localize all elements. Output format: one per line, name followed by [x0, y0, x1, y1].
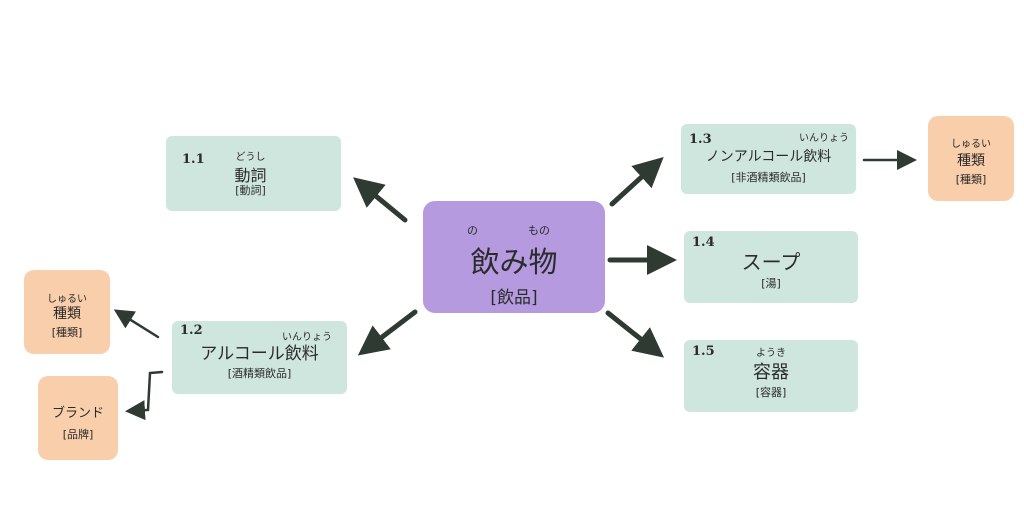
arrow-to-1-1 [353, 177, 408, 223]
node-1-1: 1.1 どうし 動詞 [動詞] [166, 136, 341, 211]
node-number: 1.1 [182, 152, 205, 167]
node-subtitle: [容器] [755, 386, 787, 399]
leaf-brand: ブランド [品牌] [38, 376, 118, 460]
leaf-kind-left: しゅるい 種類 [種類] [24, 270, 110, 354]
leaf-title: 種類 [53, 306, 81, 322]
leaf-title: 種類 [957, 153, 985, 169]
arrow-to-brand [125, 370, 164, 421]
node-ruby: いんりょう [282, 332, 332, 343]
node-1-4: 1.4 スープ [湯] [684, 231, 858, 303]
node-subtitle: [湯] [761, 277, 781, 290]
leaf-subtitle: [種類] [51, 326, 83, 339]
node-ruby: ようき [756, 348, 786, 359]
node-subtitle: [非酒精類飲品] [731, 171, 806, 184]
center-ruby-right: もの [528, 224, 550, 237]
node-1-2: 1.2 いんりょう アルコール飲料 [酒精類飲品] [172, 321, 347, 394]
arrow-to-1-5 [605, 310, 665, 358]
center-title: 飲み物 [470, 245, 558, 279]
node-number: 1.3 [689, 132, 712, 147]
leaf-kind-right: しゅるい 種類 [種類] [928, 116, 1014, 201]
arrow-to-1-2 [357, 309, 418, 356]
leaf-title: ブランド [51, 406, 104, 421]
leaf-ruby: しゅるい [47, 294, 87, 305]
node-title: ノンアルコール飲料 [705, 149, 832, 165]
node-subtitle: [酒精類飲品] [227, 367, 292, 380]
node-title: 容器 [753, 362, 789, 383]
node-ruby: どうし [235, 152, 266, 163]
node-title: 動詞 [234, 166, 267, 185]
node-1-3: 1.3 いんりょう ノンアルコール飲料 [非酒精類飲品] [681, 124, 856, 194]
node-subtitle: [動詞] [235, 184, 266, 197]
node-1-5: 1.5 ようき 容器 [容器] [684, 340, 858, 412]
center-node: の もの 飲み物 [飲品] [423, 201, 605, 313]
center-subtitle: [飲品] [490, 288, 538, 308]
node-number: 1.2 [180, 323, 203, 338]
node-number: 1.4 [692, 235, 715, 250]
arrow-to-1-3 [609, 156, 664, 207]
node-title: スープ [741, 250, 801, 274]
node-title: アルコール飲料 [200, 344, 319, 364]
center-ruby-left: の [467, 224, 478, 237]
arrow-to-kind-left [113, 309, 160, 339]
leaf-subtitle: [種類] [955, 173, 987, 186]
leaf-ruby: しゅるい [951, 139, 991, 150]
leaf-subtitle: [品牌] [62, 428, 94, 441]
node-number: 1.5 [692, 344, 715, 359]
node-ruby: いんりょう [799, 133, 849, 144]
